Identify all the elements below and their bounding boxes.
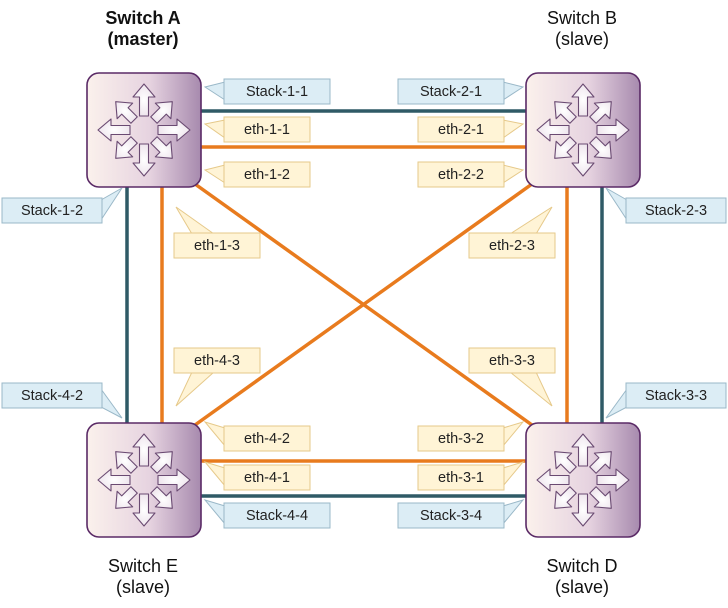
switch-d-icon <box>525 422 641 538</box>
port-label-eth-2-3: eth-2-3 <box>468 206 556 259</box>
port-label-stack-1-2: Stack-1-2 <box>1 187 123 224</box>
port-label-text: eth-1-2 <box>244 167 290 183</box>
port-label-stack-4-2: Stack-4-2 <box>1 382 123 419</box>
switch-d-name: Switch D <box>546 556 618 576</box>
port-label-eth-1-1: eth-1-1 <box>203 116 311 143</box>
port-label-text: Stack-4-2 <box>21 388 83 404</box>
port-label-eth-2-1: eth-2-1 <box>417 116 525 143</box>
switch-e-name: Switch E <box>107 556 179 576</box>
port-label-eth-3-3: eth-3-3 <box>468 347 556 407</box>
port-label-text: eth-4-2 <box>244 431 290 447</box>
port-label-eth-4-1: eth-4-1 <box>203 461 311 491</box>
port-label-text: eth-4-1 <box>244 470 290 486</box>
switch-b-icon <box>525 72 641 188</box>
port-label-stack-2-1: Stack-2-1 <box>397 78 525 105</box>
port-label-stack-2-3: Stack-2-3 <box>605 187 727 224</box>
switch-a-icon <box>86 72 202 188</box>
port-label-text: Stack-2-3 <box>645 203 707 219</box>
port-label-eth-4-3: eth-4-3 <box>173 347 261 407</box>
port-label-text: Stack-1-2 <box>21 203 83 219</box>
port-label-stack-4-4: Stack-4-4 <box>203 499 331 529</box>
links-layer <box>125 109 604 498</box>
port-label-stack-1-1: Stack-1-1 <box>203 78 331 105</box>
eth-link-b-e <box>193 182 534 427</box>
port-label-text: eth-1-1 <box>244 122 290 138</box>
port-label-eth-2-2: eth-2-2 <box>417 161 525 188</box>
switch-e-label: Switch E (slave) <box>63 556 223 598</box>
port-label-eth-1-3: eth-1-3 <box>173 206 261 259</box>
port-label-text: Stack-1-1 <box>246 84 308 100</box>
port-label-text: eth-3-1 <box>438 470 484 486</box>
port-label-text: Stack-3-4 <box>420 508 482 524</box>
switch-b-role: (slave) <box>554 29 609 49</box>
port-label-eth-3-1: eth-3-1 <box>417 461 525 491</box>
port-label-text: eth-1-3 <box>194 238 240 254</box>
port-label-eth-3-2: eth-3-2 <box>417 421 525 452</box>
port-label-text: eth-3-3 <box>489 353 535 369</box>
port-label-text: Stack-3-3 <box>645 388 707 404</box>
port-label-text: eth-3-2 <box>438 431 484 447</box>
switch-b-name: Switch B <box>546 8 618 28</box>
switch-d-role: (slave) <box>554 577 609 597</box>
port-label-eth-1-2: eth-1-2 <box>203 161 311 188</box>
switch-a-name: Switch A <box>105 8 181 28</box>
port-label-stack-3-4: Stack-3-4 <box>397 499 525 529</box>
switch-b-label: Switch B (slave) <box>502 8 662 50</box>
switch-a-label: Switch A (master) <box>63 8 223 50</box>
port-labels-layer: Stack-1-1eth-1-1eth-1-2eth-1-3Stack-1-2S… <box>1 78 727 529</box>
switch-a-role: (master) <box>107 29 179 49</box>
port-label-text: eth-2-3 <box>489 238 535 254</box>
port-label-text: eth-4-3 <box>194 353 240 369</box>
port-label-stack-3-3: Stack-3-3 <box>605 382 727 419</box>
switch-e-role: (slave) <box>115 577 170 597</box>
port-label-text: eth-2-2 <box>438 167 484 183</box>
switch-e-icon <box>86 422 202 538</box>
switch-d-label: Switch D (slave) <box>502 556 662 598</box>
port-label-text: Stack-4-4 <box>246 508 308 524</box>
port-label-eth-4-2: eth-4-2 <box>203 421 311 452</box>
port-label-text: Stack-2-1 <box>420 84 482 100</box>
port-label-text: eth-2-1 <box>438 122 484 138</box>
